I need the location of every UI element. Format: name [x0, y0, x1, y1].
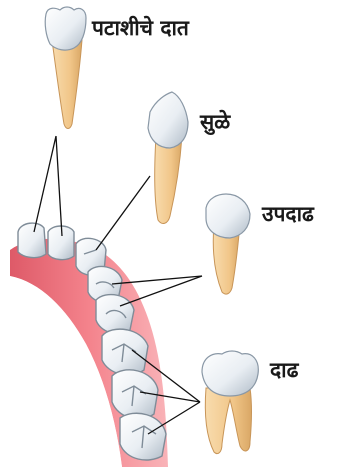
label-canine: सुळे	[200, 112, 230, 133]
canine-tooth	[148, 92, 188, 223]
leader-incisor	[34, 136, 62, 236]
molar-tooth	[202, 351, 258, 454]
label-premolar: उपदाढ	[262, 204, 314, 225]
label-molar: दाढ	[270, 360, 298, 381]
arch-incisor-2	[48, 226, 74, 260]
premolar-tooth	[206, 194, 250, 294]
label-incisor: पटाशीचे दात	[92, 18, 189, 39]
incisor-tooth	[45, 7, 86, 129]
arch-premolar-2	[96, 295, 134, 334]
arch-incisor-1	[18, 223, 46, 258]
arch-molar-1	[102, 329, 148, 375]
leader-canine	[96, 176, 150, 250]
